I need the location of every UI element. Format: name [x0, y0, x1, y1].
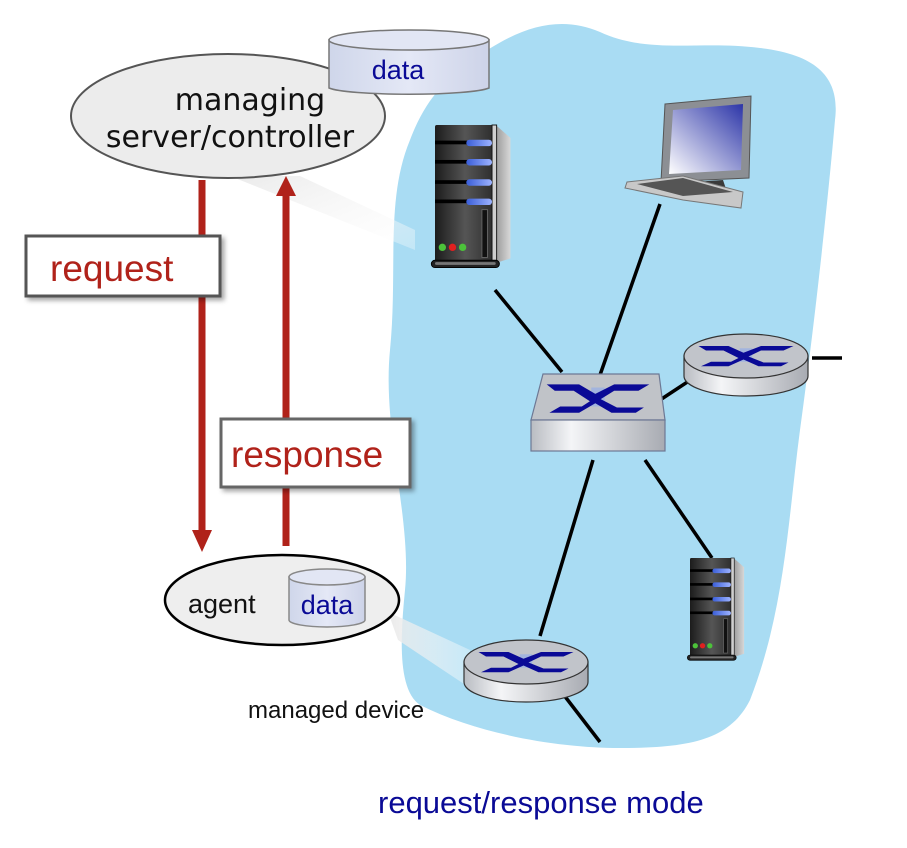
request-label: request — [50, 248, 174, 289]
response-label: response — [231, 434, 383, 475]
agent-data-store[interactable]: data — [288, 568, 366, 628]
link-desktop-switch — [598, 203, 662, 376]
link-router-managed-out — [558, 688, 602, 744]
monitor-screen — [669, 104, 743, 174]
manager-callout-wedge — [230, 176, 415, 250]
request-arrowhead — [192, 530, 212, 552]
response-message: response — [219, 417, 412, 489]
agent-label: agent — [188, 589, 256, 619]
request-message: request — [24, 234, 222, 298]
central-switch[interactable] — [530, 373, 666, 452]
diagram-caption: request/response mode — [378, 785, 704, 820]
router-managed[interactable] — [463, 639, 589, 703]
router-right[interactable] — [683, 333, 809, 397]
manager-data-label: data — [372, 55, 426, 85]
agent-data-label: data — [301, 590, 355, 620]
server-top[interactable] — [430, 124, 511, 269]
managed-device-label: managed device — [248, 697, 424, 724]
server-bottom[interactable] — [687, 557, 745, 661]
response-arrowhead — [276, 176, 296, 196]
manager-data-store[interactable]: data — [328, 29, 490, 95]
link-server-top-switch — [493, 288, 564, 374]
desktop-host[interactable] — [624, 95, 752, 209]
link-switch-server-bottom — [643, 459, 714, 559]
link-switch-router-managed — [538, 459, 595, 637]
manager-label-line1: managing — [175, 83, 325, 118]
managing-server-controller[interactable]: managing server/controller — [70, 53, 386, 179]
manager-label-line2: server/controller — [106, 120, 355, 155]
agent-callout-wedge — [388, 612, 470, 688]
